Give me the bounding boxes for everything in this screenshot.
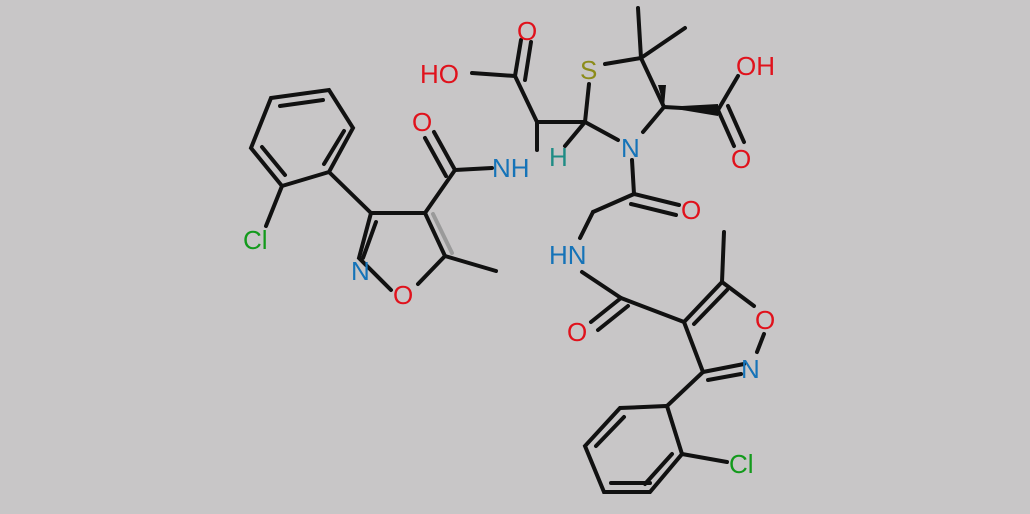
bond-isoxazole-amide-left: [423, 168, 457, 215]
bond-methyl-a: [636, 6, 643, 60]
bond-amide2-c-o: [589, 296, 623, 324]
benzene-ring-left-double-bonds: [260, 98, 346, 177]
benzene-ring-right: [582, 403, 685, 494]
bond-amide2-isoxazole: [619, 296, 686, 324]
bond-c2-s: [583, 82, 591, 124]
bond-amide1-c-n: [453, 166, 494, 172]
atom-iso1-n: N: [351, 256, 370, 286]
bond-ch2-hn: [578, 210, 595, 240]
isoxazole-right-c4-c5-2: [692, 288, 729, 326]
bond-phenyl-isoxazole-left: [327, 170, 373, 215]
bond-amide1-c-o-2: [423, 136, 448, 178]
bond-acyl-ch2: [591, 192, 636, 214]
bond-acyl-c-o: [632, 192, 681, 207]
atom-amide2-o: O: [567, 317, 587, 347]
atom-cooh2-oh: OH: [736, 51, 775, 81]
bond-s-c5: [603, 56, 643, 66]
atom-cooh2-o: O: [731, 144, 751, 174]
atom-acyl-o: O: [681, 195, 701, 225]
isoxazole-left-double-2: [431, 212, 454, 255]
bond-c-cl-left: [264, 184, 284, 228]
bond-n-c2: [583, 120, 620, 142]
bond-cooh2-c-o: [716, 108, 736, 148]
bond-n-acyl: [630, 158, 636, 196]
bond-c-cl-right: [680, 452, 729, 464]
isoxazole-right-c5-o: [720, 280, 756, 308]
bond-methyl-b: [639, 26, 687, 60]
bond-hn-amide2: [580, 270, 623, 300]
isoxazole-right-n-c3: [701, 362, 746, 374]
atom-cooh1-oh: HO: [420, 59, 459, 89]
bond-methyl-right: [720, 230, 726, 284]
atom-cooh1-o: O: [517, 16, 537, 46]
atom-cl2: Cl: [729, 449, 754, 479]
atom-iso1-o: O: [393, 280, 413, 310]
wedge-bond-c4: [658, 85, 666, 107]
bond-amide1-c-o: [432, 130, 457, 172]
atom-amide1-nh: NH: [492, 153, 530, 183]
bond-methyl-left: [443, 254, 498, 273]
wedge-bond-cooh2: [664, 104, 718, 116]
bond-cooh1-c-oh: [470, 71, 517, 78]
isoxazole-right-n-c3-2: [706, 372, 743, 382]
bond-c2-h: [563, 120, 587, 148]
bonds: [248, 6, 766, 494]
isoxazole-ring-left: [356, 211, 448, 292]
bond-acyl-c-o-2: [629, 202, 678, 217]
bond-cooh1-c-o: [513, 38, 523, 78]
isoxazole-right-c3-c4: [682, 320, 705, 374]
bond-isoxazole-phenyl-right: [665, 370, 705, 408]
atom-gly-hn: HN: [549, 240, 587, 270]
bond-cooh2-c-o-2: [726, 104, 746, 144]
bond-c4-n: [641, 105, 666, 134]
bond-amide2-c-o-2: [596, 304, 630, 332]
atom-ring-h: H: [549, 142, 568, 172]
atom-cl1: Cl: [243, 225, 268, 255]
isoxazole-left-double-1: [361, 220, 378, 260]
benzene-ring-right-double-bonds: [594, 415, 674, 486]
atom-iso2-o: O: [755, 305, 775, 335]
atom-sulfur: S: [580, 55, 597, 85]
atom-amide1-o: O: [412, 107, 432, 137]
bond-cooh1-c-o-2: [523, 40, 533, 82]
bond-cooh2-c-oh: [716, 74, 740, 112]
atom-labels: HO O O NH H S N OH O O HN O N O Cl O N C…: [243, 16, 775, 479]
atom-ring-n: N: [621, 133, 640, 163]
isoxazole-right-c4-c5: [682, 280, 724, 324]
bond-alpha-cooh: [513, 74, 539, 124]
atom-iso2-n: N: [741, 354, 760, 384]
bond-c5-c4: [639, 56, 666, 109]
isoxazole-right-o-n: [755, 332, 766, 354]
